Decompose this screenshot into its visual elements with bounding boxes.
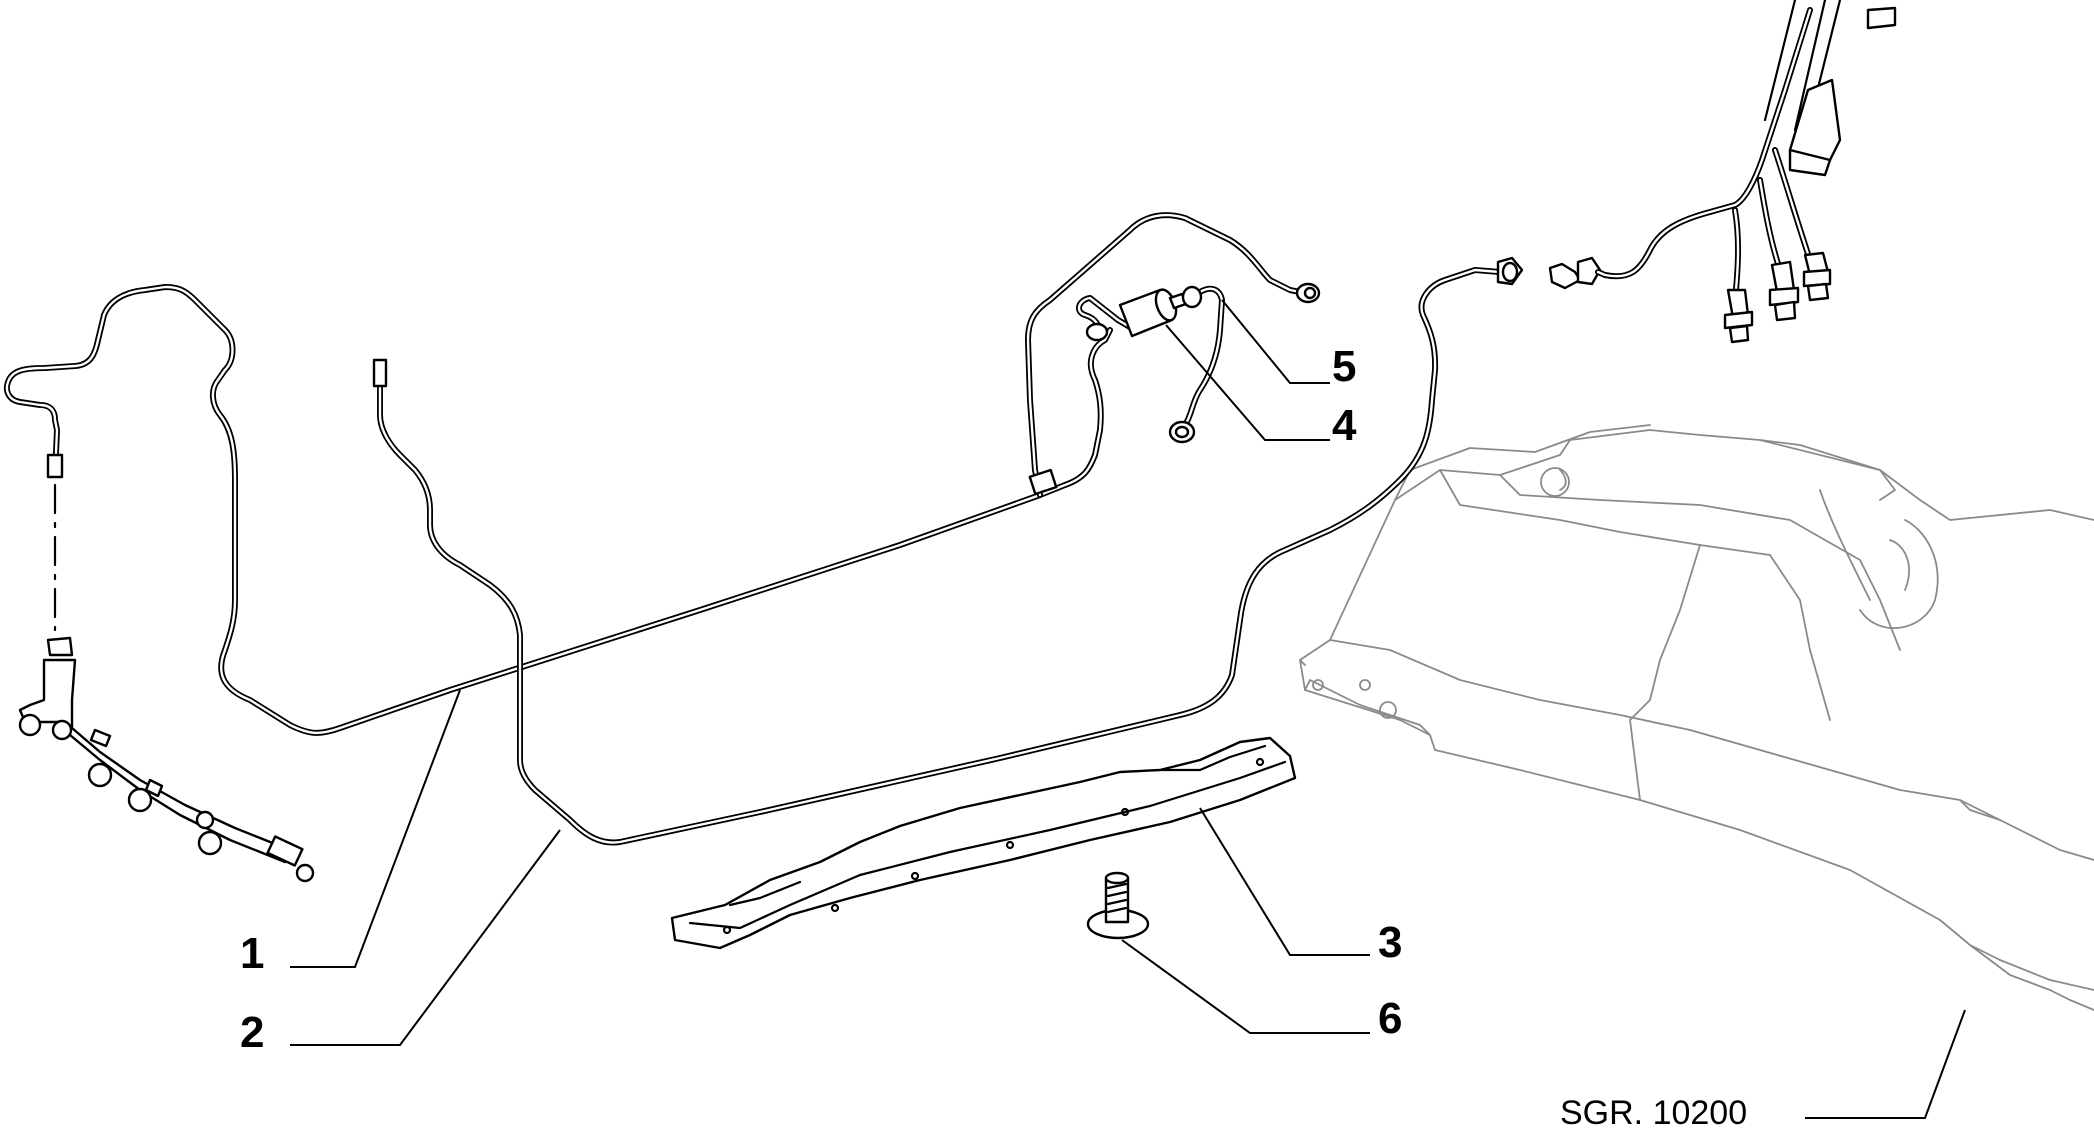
fuel-tank-outline: [1299, 424, 2094, 1011]
fuel-filter: [1076, 288, 1188, 342]
fuel-pipe-2: [372, 256, 1524, 846]
drawing-reference: SGR. 10200: [1560, 1094, 1747, 1128]
fuel-rail: [18, 483, 315, 883]
callout-6: 6: [1378, 994, 1402, 1043]
callout-1: 1: [240, 929, 264, 978]
pipe-bracket: [670, 736, 1297, 950]
callout-3: 3: [1378, 918, 1402, 967]
fuel-hose-5: [1168, 285, 1225, 444]
callout-2: 2: [240, 1008, 264, 1057]
leader-lines: [290, 299, 1966, 1119]
fuel-pipe-1: [3, 212, 1321, 736]
callout-4: 4: [1332, 401, 1357, 450]
callout-5: 5: [1332, 342, 1356, 391]
tank-connector-harness: [1548, 0, 1897, 344]
fastener-screw: [1086, 871, 1150, 940]
